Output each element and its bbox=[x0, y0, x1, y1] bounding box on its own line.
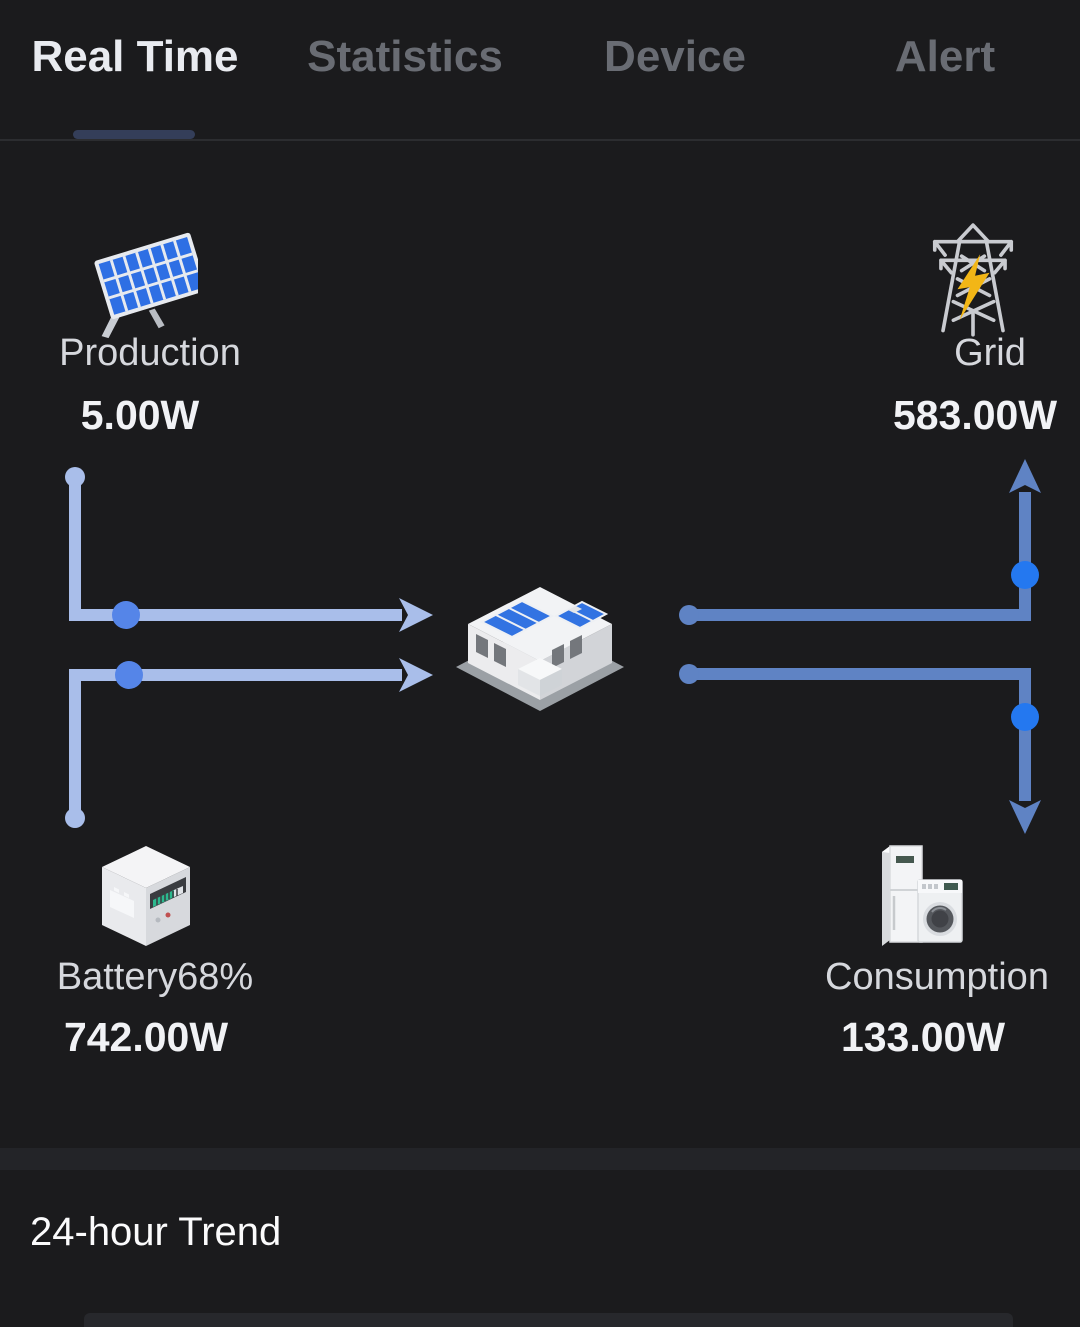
tab-alert[interactable]: Alert bbox=[810, 0, 1080, 141]
tab-statistics[interactable]: Statistics bbox=[270, 0, 540, 141]
arrow-up-icon bbox=[1009, 459, 1041, 493]
appliances-icon bbox=[882, 845, 963, 946]
tab-list: Real Time Statistics Device Alert bbox=[0, 0, 1080, 141]
house-icon bbox=[456, 587, 624, 711]
solar-panel-icon bbox=[94, 232, 198, 339]
tab-bar-divider bbox=[0, 139, 1080, 141]
arrow-down-icon bbox=[1009, 800, 1041, 834]
production-value: 5.00W bbox=[80, 392, 200, 438]
tab-label: Alert bbox=[894, 31, 996, 81]
tab-label: Device bbox=[604, 31, 746, 81]
flow-dot bbox=[1011, 561, 1039, 589]
tab-device[interactable]: Device bbox=[540, 0, 810, 141]
tab-bar: Real Time Statistics Device Alert bbox=[0, 0, 1080, 141]
production-label: Production bbox=[59, 332, 241, 374]
line-end-cap bbox=[65, 467, 85, 487]
tab-real-time[interactable]: Real Time bbox=[0, 0, 270, 141]
line-end-cap bbox=[679, 664, 699, 684]
flow-dot bbox=[1011, 703, 1039, 731]
flow-dot bbox=[115, 661, 143, 689]
trend-section: 24-hour Trend bbox=[0, 1170, 1080, 1327]
grid-label: Grid bbox=[954, 332, 1026, 374]
consumption-label: Consumption bbox=[825, 956, 1049, 998]
section-divider-band bbox=[0, 1148, 1080, 1170]
trend-section-title: 24-hour Trend bbox=[30, 1210, 282, 1254]
line-end-cap bbox=[65, 808, 85, 828]
tab-label: Real Time bbox=[31, 31, 239, 81]
grid-value: 583.00W bbox=[892, 392, 1058, 438]
arrow-right-icon bbox=[399, 658, 433, 692]
battery-cabinet-icon bbox=[102, 846, 190, 946]
battery-value: 742.00W bbox=[63, 1014, 229, 1060]
battery-label: Battery68% bbox=[56, 956, 254, 998]
power-tower-icon bbox=[932, 223, 1014, 337]
flow-dot bbox=[112, 601, 140, 629]
trend-chart-card bbox=[84, 1313, 1013, 1327]
active-tab-indicator bbox=[73, 130, 195, 139]
consumption-value: 133.00W bbox=[840, 1014, 1006, 1060]
energy-flow-panel: Production 5.00W Grid 583.00W bbox=[0, 141, 1080, 1148]
tab-label: Statistics bbox=[307, 31, 503, 81]
arrow-right-icon bbox=[399, 598, 433, 632]
line-end-cap bbox=[679, 605, 699, 625]
